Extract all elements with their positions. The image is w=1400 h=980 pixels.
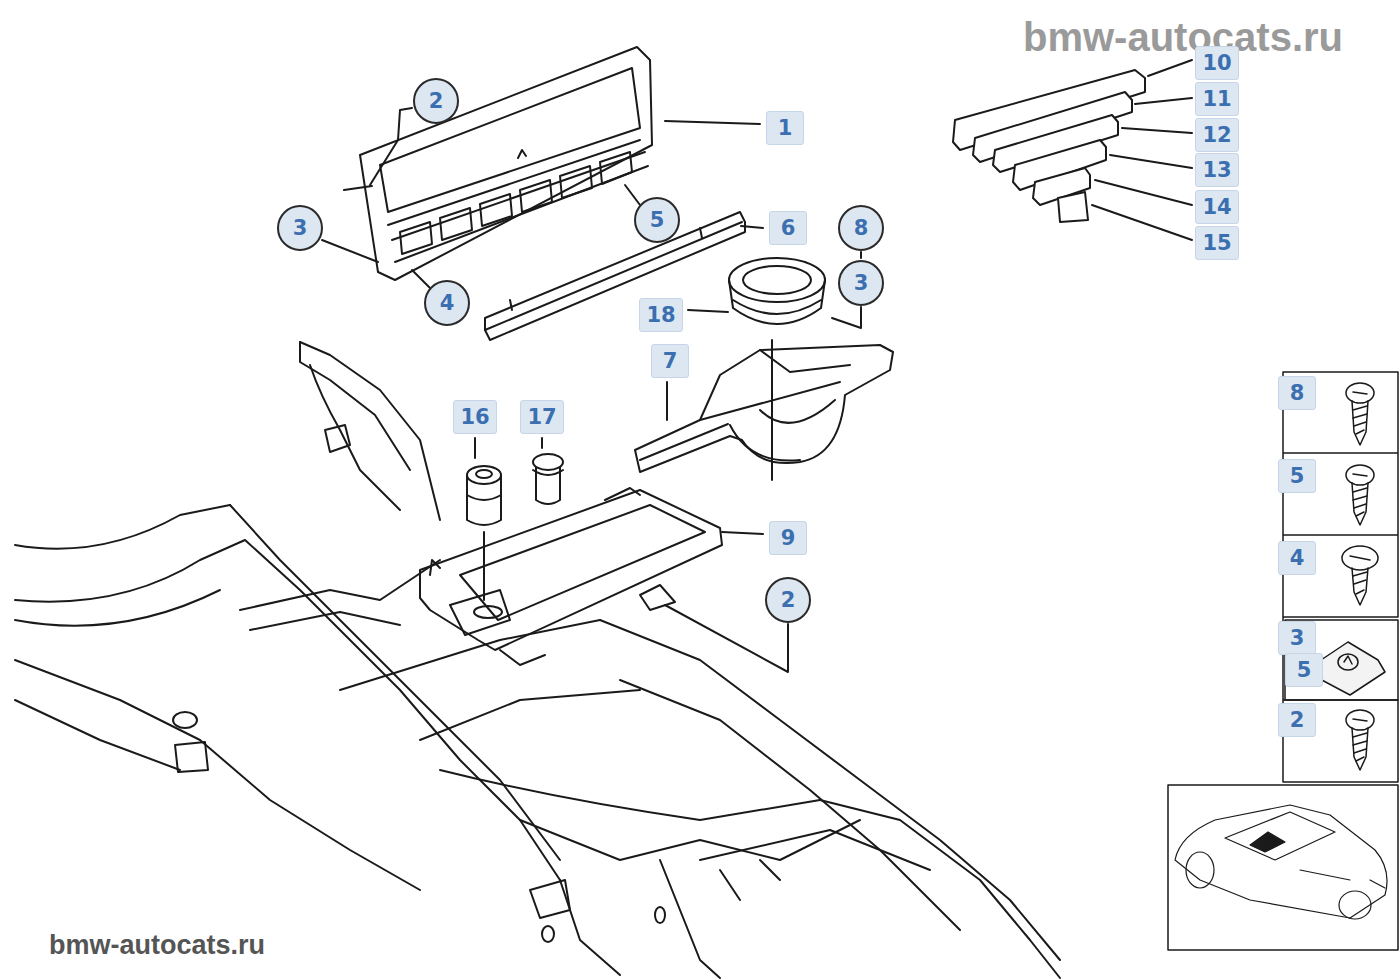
callout-number: 2 [1278, 703, 1316, 737]
watermark: bmw-autocats.ru [49, 930, 265, 961]
callout-number: 17 [520, 400, 563, 434]
callout-number: 4 [1278, 541, 1316, 575]
callout-number: 16 [453, 400, 496, 434]
callout-number: 5 [1285, 653, 1323, 687]
callout-number: 11 [1195, 82, 1238, 116]
callout-number: 3 [277, 205, 323, 251]
callout-number: 10 [1195, 46, 1238, 80]
callout-number: 2 [765, 577, 811, 623]
callout-number: 9 [769, 521, 807, 555]
callout-number: 3 [1278, 621, 1316, 655]
callout-number: 6 [769, 211, 807, 245]
callout-number: 7 [651, 344, 689, 378]
watermark: bmw-autocats.ru [1023, 15, 1343, 60]
callout-number: 8 [1278, 376, 1316, 410]
callout-number: 1 [766, 111, 804, 145]
callout-number: 5 [634, 197, 680, 243]
callout-number: 8 [838, 205, 884, 251]
callout-number: 15 [1195, 226, 1238, 260]
callout-number: 13 [1195, 153, 1238, 187]
callout-number: 12 [1195, 118, 1238, 152]
callout-number: 3 [838, 260, 884, 306]
callout-number: 5 [1278, 459, 1316, 493]
callout-number: 14 [1195, 190, 1238, 224]
callout-number: 2 [413, 78, 459, 124]
callout-number: 18 [639, 298, 682, 332]
callout-number: 4 [424, 280, 470, 326]
